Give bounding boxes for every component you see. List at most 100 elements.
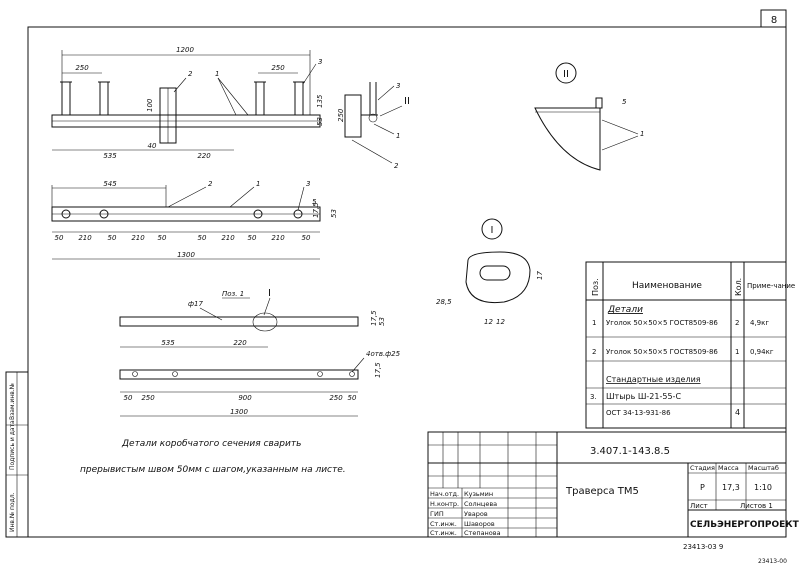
sig-role-0: Нач.отд. [430, 490, 459, 498]
spec-row1-pos: 1 [592, 319, 596, 327]
stage-label: Стадия [690, 464, 715, 472]
plan-callout-1: 1 [256, 180, 260, 188]
side-callout-1: 1 [396, 132, 400, 140]
spec-section-parts: Детали [607, 305, 643, 315]
spec-header-qty: Кол. [734, 278, 743, 296]
detail-I-dim-28-5: 28,5 [436, 298, 452, 306]
poz1-bar-top [119, 316, 359, 327]
poz1-dim-220: 220 [233, 339, 247, 347]
poz1-bar-bottom [119, 369, 359, 380]
spec-section-std: Стандартные изделия [606, 375, 701, 384]
detail-II-callout-1: 1 [640, 130, 644, 138]
callout-3: 3 [318, 58, 322, 66]
sig-role-3: Ст.инж. [430, 520, 457, 528]
plan-chain-10: 50 [302, 234, 311, 242]
plan-dim-545: 545 [103, 180, 117, 188]
plan-view: 545 2 1 3 5 17,5 53 50 210 50 210 50 50 … [51, 180, 338, 260]
doc-code: 3.407.1-143.8.5 [590, 446, 670, 457]
mass-label: Масса [718, 464, 739, 472]
sig-name-3: Шаворов [464, 520, 495, 528]
dim-135: 135 [316, 94, 324, 108]
poz1-dim-53: 53 [378, 317, 386, 326]
plan-chain-5: 50 [158, 234, 167, 242]
mass-value: 17,3 [722, 483, 740, 492]
callout-1: 1 [215, 70, 219, 78]
sheet-number: 8 [771, 15, 777, 26]
side-callout-3: 3 [396, 82, 400, 90]
plan-chain-1: 50 [55, 234, 64, 242]
poz1-chain-2: 250 [141, 394, 155, 402]
side-callout-II: II [404, 96, 410, 107]
sheets-label: Листов 1 [740, 502, 773, 510]
poz1-dim-17-5-b: 17,5 [374, 362, 382, 378]
spec-row4-qty: 4 [735, 408, 740, 417]
plan-chain-8: 50 [248, 234, 257, 242]
sig-role-1: Н.контр. [430, 500, 459, 508]
poz1-holes: 4отв.ф25 [366, 350, 401, 358]
dim-535: 535 [103, 152, 117, 160]
spec-row3-pos: 3. [590, 393, 597, 401]
plan-dim-53: 53 [330, 209, 338, 218]
spec-header-note: Приме-чание [747, 282, 795, 290]
plan-callout-3: 3 [306, 180, 310, 188]
poz1-dim-535: 535 [161, 339, 175, 347]
side-section: 250 3 II 1 2 [337, 82, 410, 170]
note-line-1: Детали коробчатого сечения сварить [121, 439, 301, 449]
corner-code: 23413-00 [758, 558, 787, 565]
plan-dim-17-5: 17,5 [312, 202, 320, 218]
top-elevation: 1200 250 250 535 220 40 100 135 53 2 1 [51, 46, 324, 160]
sheet-number-box [760, 9, 787, 28]
sig-name-0: Кузьмин [464, 490, 493, 498]
detail-I-dim-12b: 12 [496, 318, 505, 326]
side-callout-2: 2 [394, 162, 399, 170]
spec-row4-name: ОСТ 34-13-931-86 [606, 409, 671, 417]
sig-role-4: Ст.инж. [430, 529, 457, 537]
dim-100: 100 [146, 98, 154, 112]
poz1-chain-1: 50 [124, 394, 133, 402]
detail-II-dim-5: 5 [622, 98, 627, 106]
detail-II-shape [534, 107, 601, 171]
plan-chain-4: 210 [131, 234, 145, 242]
detail-I-shape [465, 251, 531, 304]
poz1-chain-5: 50 [348, 394, 357, 402]
plan-chain-2: 210 [78, 234, 92, 242]
callout-2: 2 [188, 70, 193, 78]
poz1-chain-4: 250 [329, 394, 343, 402]
spec-table: Поз. Наименование Кол. Приме-чание Детал… [585, 261, 795, 429]
dim-220: 220 [197, 152, 211, 160]
detail-II: II 5 1 [534, 62, 644, 171]
poz1-views: Поз. 1 I ф17 535 220 17,5 53 4отв.ф25 17… [119, 288, 401, 417]
dim-250-side: 250 [337, 108, 345, 122]
dim-250-left: 250 [75, 64, 89, 72]
poz1-dim-17-5: 17,5 [370, 310, 378, 326]
side-stamp-inv: Инв.№ подл. [9, 492, 16, 532]
plan-dim-5: 5 [312, 198, 317, 206]
plan-callout-2: 2 [208, 180, 213, 188]
detail-I-label: I [491, 225, 494, 236]
title-block: 3.407.1-143.8.5 Траверса ТМ5 Стадия Масс… [427, 431, 800, 538]
side-stamp-sign: Подпись и дата [9, 420, 16, 470]
sig-name-4: Степанова [464, 529, 501, 537]
org-name: СЕЛЬЭНЕРГОПРОЕКТ [690, 520, 800, 530]
plan-chain-7: 210 [221, 234, 235, 242]
spec-row2-qty: 1 [735, 348, 739, 356]
poz1-hole-dia: ф17 [188, 300, 203, 308]
dim-1200: 1200 [176, 46, 194, 54]
footer-code: 23413-03 9 [683, 543, 723, 551]
stage-value: Р [700, 483, 705, 492]
detail-I-dim-12a: 12 [484, 318, 493, 326]
detail-I: I 28,5 17 12 12 [436, 218, 544, 326]
detail-II-label: II [563, 69, 569, 80]
poz1-callout-I: I [268, 288, 271, 299]
dim-40: 40 [148, 142, 157, 150]
side-stamp-replace: Взам.инв.№ [9, 383, 16, 420]
scale-value: 1:10 [754, 483, 772, 492]
dim-250-right: 250 [271, 64, 285, 72]
plan-dim-1300: 1300 [177, 251, 195, 259]
spec-row2-pos: 2 [592, 348, 596, 356]
spec-row1-note: 4,9кг [750, 319, 769, 327]
doc-title: Траверса ТМ5 [565, 486, 639, 497]
spec-header-name: Наименование [632, 281, 702, 291]
sig-name-1: Солнцева [464, 500, 497, 508]
